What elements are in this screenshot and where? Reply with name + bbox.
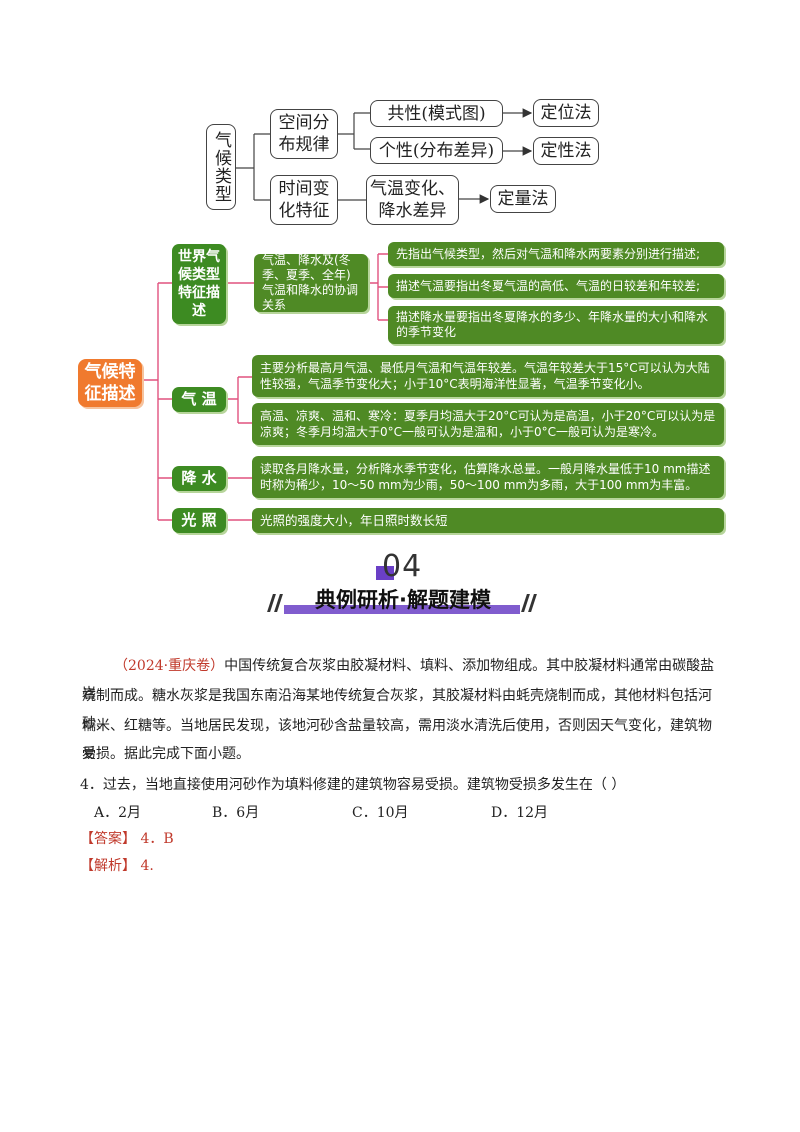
quantitative-label: 定量法 <box>497 189 549 209</box>
passage: （2024·重庆卷）中国传统复合灰浆由胶凝材料、填料、添加物组成。其中胶凝材料通… <box>82 652 722 708</box>
center-line1: 气候特 <box>84 362 136 382</box>
world-title-l3: 特征描 <box>178 285 220 301</box>
spatial-line2: 布规律 <box>278 135 330 155</box>
section-number: 04 <box>382 549 423 584</box>
spatial-line1: 空间分 <box>278 113 330 133</box>
temperature-item-1: 主要分析最高月气温、最低月气温和气温年较差。气温年较差大于15°C可以认为大陆性… <box>252 355 724 397</box>
diagram-root-label: 气候类型 <box>211 131 231 203</box>
diagram-temporal-box: 时间变 化特征 <box>270 175 338 225</box>
option-d: D．12月 <box>491 805 549 821</box>
passage-line2-row: 烧制而成。糖水灰浆是我国东南沿海某地传统复合灰浆，其胶凝材料由蚝壳烧制而成，其他… <box>82 682 722 738</box>
analysis-row: 【解析】 4. <box>80 855 154 875</box>
section-number-bar <box>376 566 394 580</box>
world-title-l2: 候类型 <box>178 267 220 283</box>
temperature-node: 气 温 <box>172 387 226 412</box>
common-label: 共性(模式图) <box>387 103 486 124</box>
question-stem: 4．过去，当地直接使用河砂作为填料修建的建筑物容易受损。建筑物受损多发生在（ ） <box>80 777 626 793</box>
diagram-spatial-box: 空间分 布规律 <box>270 109 338 159</box>
world-mid-box: 气温、降水及(冬季、夏季、全年)气温和降水的协调关系 <box>254 253 368 312</box>
world-climate-node: 世界气 候类型 特征描 述 <box>172 244 226 324</box>
center-line2: 征描述 <box>84 384 136 404</box>
sunlight-title: 光 照 <box>181 511 217 529</box>
temporal-line2: 化特征 <box>278 201 330 221</box>
qualitative-label: 定性法 <box>540 141 592 161</box>
option-a: A．2月 <box>94 805 142 821</box>
temperature-item-2: 高温、凉爽、温和、寒冷：夏季月均温大于20°C可认为是高温，小于20°C可以认为… <box>252 403 724 445</box>
passage-line4-row: 受损。据此完成下面小题。 <box>82 740 722 768</box>
passage-line2: 烧制而成。糖水灰浆是我国东南沿海某地传统复合灰浆，其胶凝材料由蚝壳烧制而成，其他… <box>82 688 712 732</box>
world-item-2-text: 描述气温要指出冬夏气温的高低、气温的日较差和年较差; <box>396 278 701 293</box>
world-item-3-text: 描述降水量要指出冬夏降水的多少、年降水量的大小和降水的季节变化 <box>396 310 709 339</box>
temporal-line1: 时间变 <box>278 179 330 199</box>
left-slash-decoration-2 <box>274 594 283 612</box>
world-item-2: 描述气温要指出冬夏气温的高低、气温的日较差和年较差; <box>388 274 724 298</box>
analysis-label: 【解析】 <box>80 858 136 874</box>
locate-label: 定位法 <box>540 103 592 123</box>
world-item-3: 描述降水量要指出冬夏降水的多少、年降水量的大小和降水的季节变化 <box>388 306 724 344</box>
sunlight-item-text: 光照的强度大小，年日照时数长短 <box>260 513 448 528</box>
precipitation-item-text: 读取各月降水量，分析降水季节变化，估算降水总量。一般月降水量低于10 mm描述时… <box>260 462 711 492</box>
individual-label: 个性(分布差异) <box>378 140 495 161</box>
world-item-1-text: 先指出气候类型，然后对气温和降水两要素分别进行描述; <box>396 246 701 261</box>
diagram-common-box: 共性(模式图) <box>370 100 503 127</box>
change-line2: 降水差异 <box>378 201 447 221</box>
diagram-change-box: 气温变化、 降水差异 <box>366 175 459 225</box>
answer-row: 【答案】 4．B <box>80 828 174 848</box>
diagram-quantitative-box: 定量法 <box>490 185 556 213</box>
world-item-1: 先指出气候类型，然后对气温和降水两要素分别进行描述; <box>388 242 724 266</box>
climate-description-node: 气候特 征描述 <box>78 359 142 407</box>
precipitation-title: 降 水 <box>181 469 217 487</box>
precipitation-node: 降 水 <box>172 466 226 491</box>
world-mid-text: 气温、降水及(冬季、夏季、全年)气温和降水的协调关系 <box>262 253 359 312</box>
answer-label: 【答案】 <box>80 831 136 847</box>
passage-source: （2024·重庆卷） <box>114 658 225 674</box>
precipitation-item: 读取各月降水量，分析降水季节变化，估算降水总量。一般月降水量低于10 mm描述时… <box>252 456 724 498</box>
option-c: C．10月 <box>352 805 409 821</box>
diagram-qualitative-box: 定性法 <box>533 137 599 165</box>
temperature-title: 气 温 <box>181 390 217 408</box>
section-title-underline <box>284 605 520 614</box>
passage-line4: 受损。据此完成下面小题。 <box>82 746 250 762</box>
right-slash-decoration-2 <box>528 594 537 612</box>
passage-line3: 糯米、红糖等。当地居民发现，该地河砂含盐量较高，需用淡水清洗后使用，否则因天气变… <box>82 718 712 762</box>
diagram-individual-box: 个性(分布差异) <box>370 137 503 164</box>
passage-line3-row: 糯米、红糖等。当地居民发现，该地河砂含盐量较高，需用淡水清洗后使用，否则因天气变… <box>82 712 722 768</box>
world-title-l1: 世界气 <box>178 249 220 265</box>
diagram-root-box: 气候类型 <box>206 124 236 210</box>
sunlight-node: 光 照 <box>172 508 226 533</box>
world-title-l4: 述 <box>192 303 206 319</box>
sunlight-item: 光照的强度大小，年日照时数长短 <box>252 508 724 533</box>
analysis-value: 4. <box>140 858 154 874</box>
answer-value: 4．B <box>140 831 174 847</box>
passage-line1: 中国传统复合灰浆由胶凝材料、填料、添加物组成。其中胶凝材料通常由碳酸盐岩 <box>82 658 715 702</box>
option-b: B．6月 <box>212 805 260 821</box>
diagram-locate-box: 定位法 <box>533 99 599 127</box>
section-title: 典例研析·解题建模 <box>315 588 491 612</box>
change-line1: 气温变化、 <box>370 179 455 199</box>
temperature-item-2-text: 高温、凉爽、温和、寒冷：夏季月均温大于20°C可认为是高温，小于20°C可以认为… <box>260 409 716 439</box>
temperature-item-1-text: 主要分析最高月气温、最低月气温和气温年较差。气温年较差大于15°C可以认为大陆性… <box>260 361 710 391</box>
